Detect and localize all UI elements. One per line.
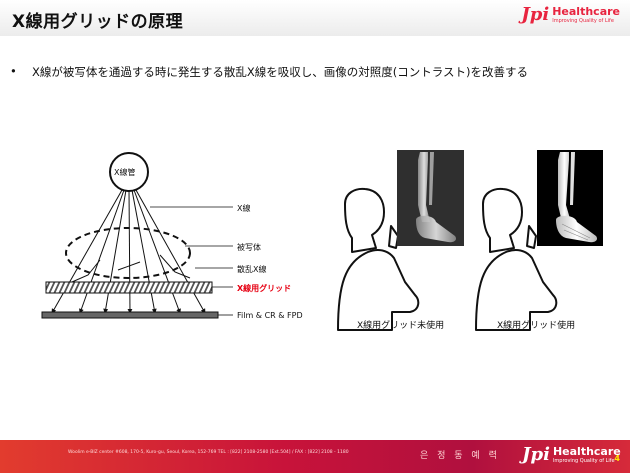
slide-title: X線用グリッドの原理 [12, 12, 184, 32]
label-xray: X線 [237, 204, 251, 213]
footer-logo-mark: Jpi [522, 444, 550, 465]
detector-plate [41, 311, 219, 319]
page-number: 4 [614, 454, 620, 463]
xray-beams [51, 189, 206, 314]
xray-image-with-grid [537, 150, 603, 246]
label-scatter: 散乱X線 [237, 265, 267, 274]
person-without-grid [337, 187, 420, 331]
header-band [0, 0, 630, 36]
logo-tagline: Improving Quality of Life [552, 18, 614, 24]
label-grid: X線用グリッド [237, 284, 292, 293]
header-logo: Jpi Healthcare Improving Quality of Life [521, 6, 620, 25]
xray-tube [109, 152, 149, 192]
label-detector: Film & CR & FPD [237, 311, 303, 320]
person-with-grid [475, 187, 558, 331]
logo-mark: Jpi [521, 4, 550, 25]
footer-logo-text: Healthcare Improving Quality of Life [553, 446, 621, 465]
bullet-text: X線が被写体を通過する時に発生する散乱X線を吸収し、画像の対照度(コントラスト)… [32, 65, 528, 79]
footer-logo-name: Healthcare [552, 445, 621, 458]
label-subject: 被写体 [237, 243, 261, 252]
footer-logo-tagline: Improving Quality of Life [552, 458, 615, 464]
tube-label: X線管 [114, 168, 136, 177]
bullet-dot: • [10, 64, 17, 78]
xray-image-without-grid [397, 150, 464, 246]
logo-text: Healthcare Improving Quality of Life [552, 6, 620, 25]
subject-ellipse [65, 227, 191, 279]
footer-korean-text: 은 정 동 예 력 [420, 451, 500, 461]
logo-name: Healthcare [552, 5, 620, 18]
leader-lines [150, 206, 233, 316]
footer-logo: Jpi Healthcare Improving Quality of Life [522, 446, 621, 465]
footer-band: Woolim e-BIZ center #608, 170-5, Kuro-gu… [0, 440, 630, 473]
caption-with-grid: X線用グリッド使用 [497, 321, 576, 331]
caption-without-grid: X線用グリッド未使用 [357, 321, 445, 331]
grid-bar [45, 281, 213, 294]
footer-address: Woolim e-BIZ center #608, 170-5, Kuro-gu… [68, 450, 349, 455]
